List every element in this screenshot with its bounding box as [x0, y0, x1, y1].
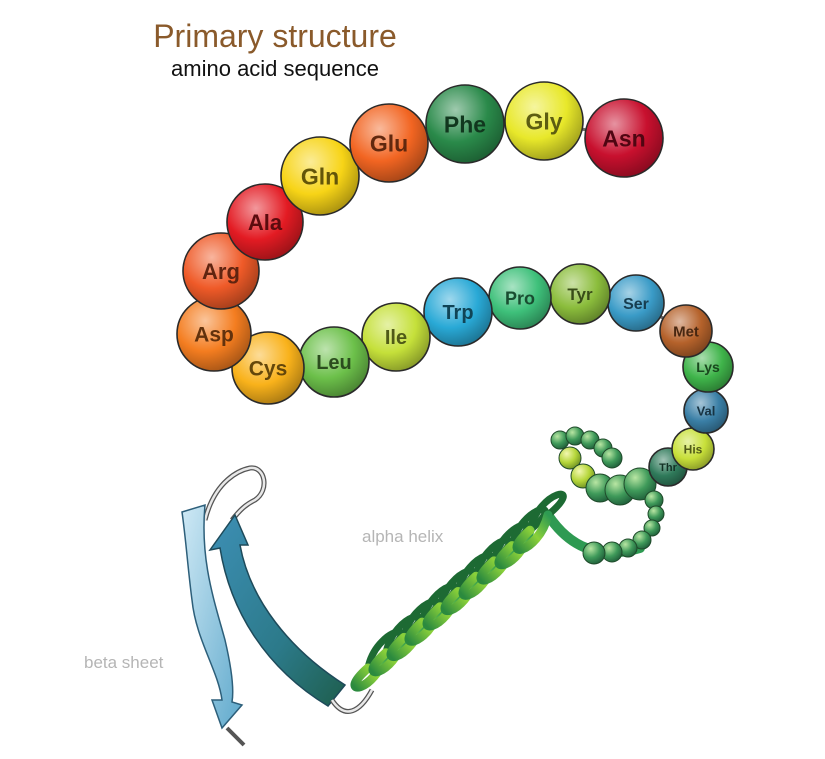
- residue-bead: [504, 81, 584, 161]
- residue-gln: Gln: [280, 136, 360, 216]
- residue-label: Ala: [248, 210, 283, 235]
- residue-bead: [349, 103, 429, 183]
- residue-bead: [425, 84, 505, 164]
- beta-sheet: [181, 465, 375, 747]
- residue-label: Phe: [444, 111, 486, 137]
- helix-turn-front: [368, 632, 409, 677]
- helix-turn-back: [526, 490, 567, 534]
- residue-label: Val: [697, 404, 716, 419]
- helix-bead: [643, 519, 661, 537]
- helix-turn-front: [350, 648, 391, 692]
- residue-ile: Ile: [361, 302, 431, 372]
- beta-to-helix-link: [330, 689, 374, 713]
- residue-gly: Gly: [504, 81, 584, 161]
- alpha-helix: [350, 490, 645, 692]
- residue-label: Trp: [442, 302, 473, 324]
- beta-strand-light: [181, 503, 244, 730]
- residue-bead: [226, 183, 304, 261]
- residue-bead: [231, 331, 305, 405]
- residue-label: Ser: [623, 296, 649, 313]
- residue-label: Pro: [505, 288, 535, 308]
- residue-label: Ile: [385, 327, 407, 349]
- helix-bead: [601, 447, 623, 469]
- residue-asn: Asn: [584, 98, 664, 178]
- residue-bead: [280, 136, 360, 216]
- helix-turn-front: [440, 571, 481, 616]
- residue-label: Met: [673, 323, 699, 340]
- helix-turn-front: [494, 525, 535, 570]
- helix-turn-front: [422, 587, 463, 631]
- helix-bead: [647, 505, 665, 523]
- residue-asp: Asp: [176, 296, 252, 372]
- helix-turn-front: [512, 510, 553, 554]
- residue-ala: Ala: [226, 183, 304, 261]
- residue-label: Tyr: [567, 285, 593, 304]
- residue-label: Lys: [696, 359, 720, 375]
- residue-bead: [361, 302, 431, 372]
- residue-trp: Trp: [423, 277, 493, 347]
- residue-cys: Cys: [231, 331, 305, 405]
- residue-label: Asp: [194, 324, 234, 347]
- residue-bead: [182, 232, 260, 310]
- residue-label: Thr: [659, 462, 677, 474]
- residue-label: Leu: [316, 352, 352, 374]
- residue-label: Arg: [202, 259, 240, 284]
- residue-phe: Phe: [425, 84, 505, 164]
- residue-label: His: [684, 442, 703, 456]
- residue-bead: [423, 277, 493, 347]
- helix-turn-front: [476, 541, 517, 585]
- residue-label: Cys: [249, 358, 288, 381]
- residue-bead: [584, 98, 664, 178]
- residue-val: Val: [683, 388, 729, 434]
- helix-turn-front: [404, 602, 445, 646]
- residue-met: Met: [659, 304, 713, 358]
- residue-bead: [659, 304, 713, 358]
- helix-turn-front: [386, 617, 427, 661]
- residue-label: Gly: [525, 108, 562, 134]
- helix-bead-chain: [550, 426, 665, 565]
- residue-his: His: [671, 427, 715, 471]
- helix-bead: [623, 467, 657, 501]
- residue-label: Glu: [370, 130, 408, 156]
- residue-tyr: Tyr: [549, 263, 611, 325]
- helix-bead: [582, 541, 606, 565]
- diagram-title: Primary structure: [153, 18, 397, 54]
- beta-loop: [203, 466, 266, 521]
- residue-leu: Leu: [298, 326, 370, 398]
- diagram-subtitle: amino acid sequence: [171, 56, 379, 81]
- residue-label: Gln: [301, 163, 339, 189]
- helix-turn-front: [458, 556, 499, 600]
- alpha-helix-label: alpha helix: [362, 527, 444, 546]
- residue-arg: Arg: [182, 232, 260, 310]
- residue-label: Asn: [602, 125, 645, 151]
- beta-terminal-tail: [225, 726, 246, 747]
- beta-sheet-label: beta sheet: [84, 653, 164, 672]
- residue-pro: Pro: [488, 266, 552, 330]
- residue-ser: Ser: [607, 274, 665, 332]
- residue-glu: Glu: [349, 103, 429, 183]
- helix-bead: [558, 446, 582, 470]
- beta-strand-dark: [208, 513, 347, 707]
